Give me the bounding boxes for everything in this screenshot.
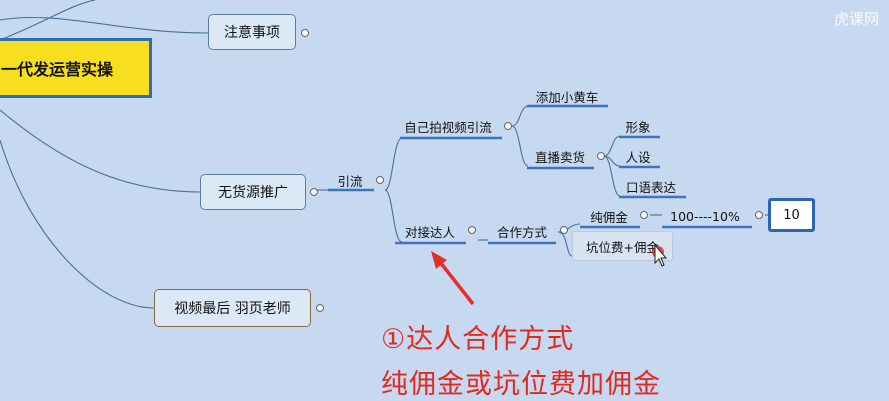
branch-pure-commission-label: 纯佣金	[590, 209, 628, 225]
root-topic[interactable]: 一代发运营实操	[0, 38, 152, 98]
annotation-line-2: 纯佣金或坑位费加佣金	[381, 362, 661, 401]
branch-pure-commission[interactable]: 纯佣金	[584, 206, 634, 226]
collapse-toggle-self-shoot[interactable]	[504, 122, 512, 130]
branch-pure-commission-range[interactable]: 100----10%	[664, 206, 746, 226]
connector-selfshoot-live	[511, 125, 529, 167]
branch-pure-commission-range-label: 100----10%	[670, 208, 740, 224]
branch-persona-label: 人设	[625, 149, 651, 165]
annotation-line-1: ①达人合作方式	[381, 317, 574, 356]
annotation-arrow-head	[431, 251, 447, 269]
collapse-toggle-promo[interactable]	[310, 188, 318, 196]
topic-video-last-label: 视频最后 羽页老师	[174, 301, 291, 317]
branch-image-label: 形象	[625, 119, 651, 135]
topic-video-last[interactable]: 视频最后 羽页老师	[154, 289, 311, 327]
branch-cooperation[interactable]: 合作方式	[492, 221, 552, 241]
connector-traffic-selfshoot	[384, 137, 403, 191]
branch-connect-influencer-label: 对接达人	[404, 224, 455, 240]
annotation-line-2-text: 纯佣金或坑位费加佣金	[381, 369, 661, 400]
value-box[interactable]: 10	[768, 198, 815, 232]
branch-self-shoot-label: 自己拍视频引流	[404, 119, 492, 135]
value-box-label: 10	[783, 207, 800, 223]
branch-add-cart-label: 添加小黄车	[535, 89, 599, 105]
branch-traffic[interactable]: 引流	[330, 170, 370, 190]
branch-speech[interactable]: 口语表达	[621, 176, 681, 196]
root-topic-label: 一代发运营实操	[1, 60, 114, 79]
collapse-toggle-connect[interactable]	[468, 226, 476, 234]
connector-root-promo	[0, 109, 201, 193]
branch-add-cart[interactable]: 添加小黄车	[531, 86, 603, 106]
topic-no-stock-promo-label: 无货源推广	[218, 185, 288, 201]
branch-persona[interactable]: 人设	[621, 146, 655, 166]
branch-speech-label: 口语表达	[625, 179, 676, 195]
collapse-toggle-notes[interactable]	[301, 29, 309, 37]
collapse-toggle-live[interactable]	[597, 152, 605, 160]
topic-notes-label: 注意事项	[224, 25, 280, 41]
watermark-logo: 虎课网	[834, 8, 879, 29]
branch-cooperation-label: 合作方式	[496, 224, 547, 240]
mouse-cursor-icon	[652, 243, 667, 267]
collapse-toggle-video[interactable]	[316, 304, 324, 312]
connector-selfshoot-cart	[511, 105, 529, 127]
connector-live-image	[603, 135, 621, 157]
topic-no-stock-promo[interactable]: 无货源推广	[200, 174, 306, 210]
connector-root-notes	[0, 16, 209, 34]
annotation-line-1-text: ①达人合作方式	[381, 324, 575, 355]
branch-live-sell-label: 直播卖货	[534, 149, 585, 165]
connector-coop-pit	[557, 231, 573, 257]
collapse-toggle-range[interactable]	[755, 211, 763, 219]
connector-root-video	[0, 139, 155, 309]
branch-traffic-label: 引流	[337, 173, 363, 189]
branch-self-shoot[interactable]: 自己拍视频引流	[402, 116, 494, 136]
collapse-toggle-cooperation[interactable]	[560, 226, 568, 234]
connector-root-extra	[0, 0, 96, 41]
collapse-toggle-pure[interactable]	[640, 211, 648, 219]
connector-traffic-connect	[384, 189, 403, 243]
annotation-arrow-shaft	[438, 260, 475, 306]
branch-image[interactable]: 形象	[621, 116, 655, 136]
collapse-toggle-traffic[interactable]	[376, 176, 384, 184]
connector-live-speech	[603, 155, 621, 197]
branch-live-sell[interactable]: 直播卖货	[531, 146, 589, 166]
branch-connect-influencer[interactable]: 对接达人	[400, 221, 460, 241]
topic-notes[interactable]: 注意事项	[208, 14, 296, 50]
watermark-text: 虎课网	[833, 10, 879, 28]
branch-pit-fee-commission-label: 坑位费+佣金	[586, 239, 659, 255]
